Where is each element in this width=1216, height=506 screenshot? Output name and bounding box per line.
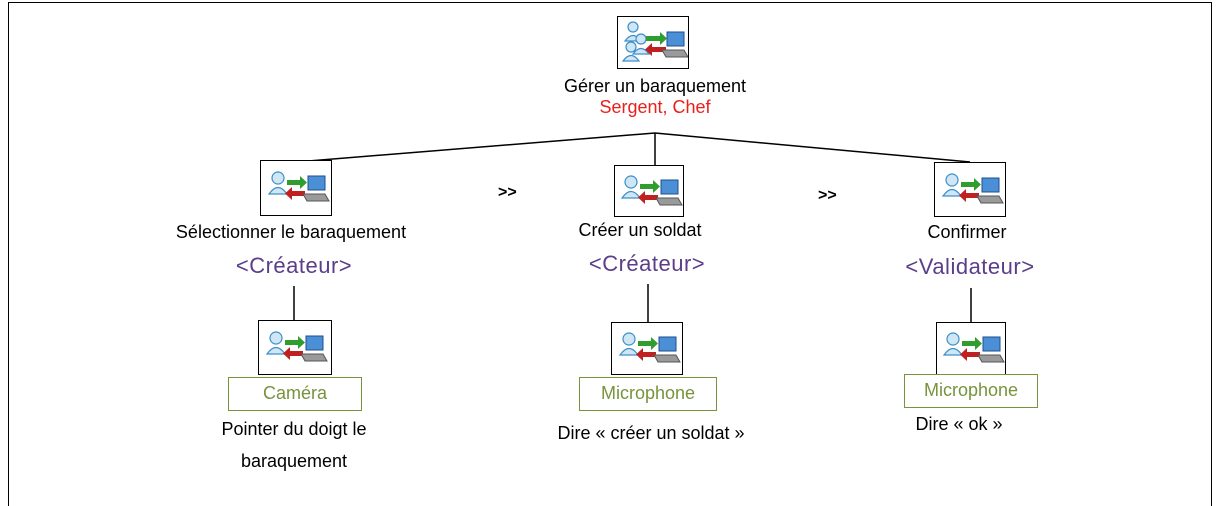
- subtask-1-description-line1: Pointer du doigt le: [221, 419, 367, 439]
- user-interaction-icon: [614, 165, 684, 217]
- user-interaction-icon: [611, 322, 683, 375]
- subtask-1-description-line2: baraquement: [240, 451, 348, 471]
- diagram-frame: [8, 2, 1212, 506]
- user-interaction-icon: [258, 320, 332, 375]
- user-interaction-icon: [936, 322, 1006, 375]
- device-label-microphone: Microphone: [579, 377, 717, 411]
- device-label-camera: Caméra: [228, 377, 362, 411]
- task-3-role: <Validateur>: [905, 254, 1035, 279]
- task-1-title: Sélectionner le baraquement: [175, 222, 407, 242]
- user-interaction-icon: [260, 160, 332, 216]
- multi-user-interaction-icon: [617, 16, 689, 69]
- sequence-operator-2: >>: [818, 187, 837, 204]
- root-task-title: Gérer un baraquement: [563, 76, 747, 96]
- task-2-title: Créer un soldat: [578, 220, 702, 240]
- task-2-role: <Créateur>: [588, 251, 706, 276]
- task-1-role: <Créateur>: [235, 253, 353, 278]
- sequence-operator-1: >>: [498, 184, 517, 201]
- root-task-actors: Sergent, Chef: [599, 97, 711, 117]
- subtask-2-description: Dire « créer un soldat »: [557, 423, 745, 443]
- task-3-title: Confirmer: [927, 222, 1007, 242]
- user-interaction-icon: [934, 162, 1006, 217]
- subtask-3-description: Dire « ok »: [915, 414, 1003, 434]
- device-label-microphone: Microphone: [904, 374, 1038, 408]
